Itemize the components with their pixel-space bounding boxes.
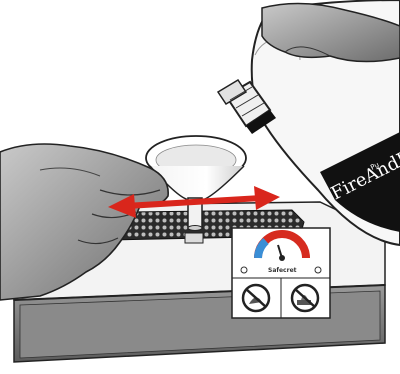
- label-brand: Safecret: [268, 267, 297, 274]
- fuel-slot: [185, 233, 203, 243]
- no-fire-icon: [292, 285, 318, 311]
- no-refuel-while-lit-icon: [243, 285, 269, 311]
- warning-label: Safecret: [232, 228, 330, 318]
